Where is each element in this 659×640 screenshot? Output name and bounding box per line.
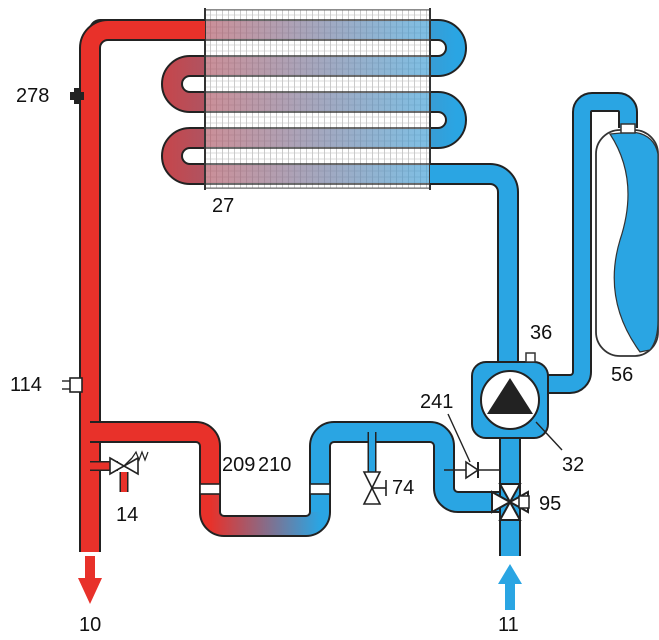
three-way-valve <box>491 483 530 521</box>
expansion-vessel-pipe <box>546 92 638 394</box>
flow-outlet-arrow <box>78 556 102 604</box>
return-inlet-arrow <box>498 564 522 610</box>
label-56: 56 <box>611 364 634 386</box>
heat-exchanger-fin-overlay <box>205 10 430 188</box>
valve-241-leader-line <box>447 413 471 463</box>
label-27: 27 <box>212 195 235 217</box>
safety-valve <box>109 450 149 492</box>
expansion-vessel-cap <box>620 123 636 134</box>
label-114: 114 <box>10 374 42 396</box>
label-210: 210 <box>258 454 292 476</box>
fitting-209 <box>199 483 221 495</box>
air-vent <box>525 352 536 363</box>
expansion-vessel <box>595 123 659 357</box>
label-241: 241 <box>420 391 454 413</box>
non-return-valve <box>444 460 500 480</box>
label-11: 11 <box>498 614 519 636</box>
pump-leader-line <box>535 421 563 451</box>
pressure-switch-114 <box>62 377 83 393</box>
sensor-278 <box>70 88 84 104</box>
label-278: 278 <box>16 85 50 107</box>
drain-valve <box>362 471 387 505</box>
label-32: 32 <box>562 454 585 476</box>
pump-triangle-icon <box>487 378 533 414</box>
pump <box>471 352 549 439</box>
fitting-210 <box>309 483 331 495</box>
label-14: 14 <box>116 504 139 526</box>
label-209: 209 <box>222 454 256 476</box>
heat-exchanger <box>89 8 467 190</box>
expansion-vessel-water <box>608 131 659 353</box>
bypass-pipe <box>199 421 500 537</box>
cold-return-pipe <box>430 163 519 380</box>
label-10: 10 <box>79 614 102 636</box>
label-74: 74 <box>392 477 415 499</box>
three-way-valve-actuator <box>518 495 530 509</box>
label-36: 36 <box>530 322 553 344</box>
hot-flow-pipe <box>79 19 221 552</box>
label-95: 95 <box>539 493 562 515</box>
